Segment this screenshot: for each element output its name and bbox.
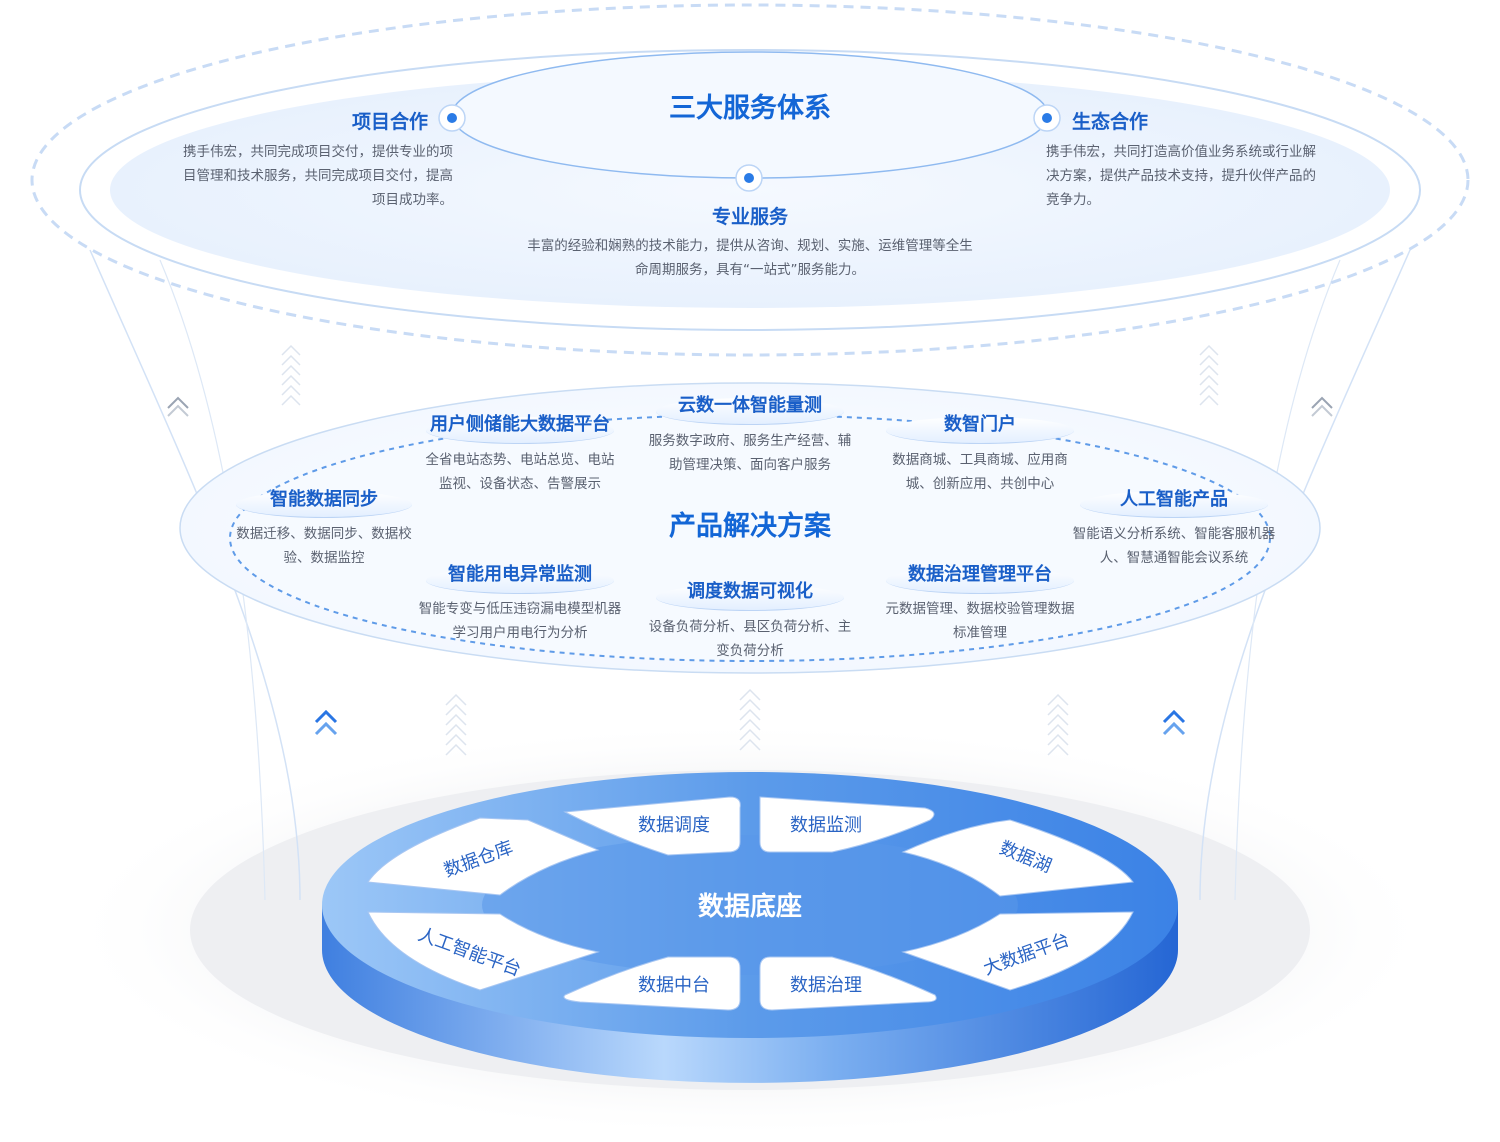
service-ecosystem-desc: 携手伟宏，共同打造高价值业务系统或行业解决方案，提供产品技术支持，提升伙伴产品的… <box>1046 144 1316 208</box>
title-pill <box>426 567 614 594</box>
product-sync-desc: 数据迁移、数据同步、数据校验、数据监控 <box>236 526 412 566</box>
service-project-desc: 携手伟宏，共同完成项目交付，提供专业的项目管理和技术服务，共同完成项目交付，提高… <box>183 144 453 208</box>
product-ai-desc: 智能语义分析系统、智能客服机器人、智慧通智能会议系统 <box>1072 526 1276 566</box>
title-pill <box>236 491 412 518</box>
product-anomaly-title: 智能用电异常监测 <box>448 564 592 585</box>
product-ai-title: 人工智能产品 <box>1120 489 1228 510</box>
base-title: 数据底座 <box>697 892 802 922</box>
node-dot <box>1033 104 1061 132</box>
product-governance-desc: 元数据管理、数据校验管理数据标准管理 <box>885 601 1075 641</box>
product-storage-desc: 全省电站态势、电站总览、电站监视、设备状态、告警展示 <box>425 452 615 492</box>
product-governance-title: 数据治理管理平台 <box>908 564 1052 585</box>
faint-chevrons-icon <box>281 344 1219 756</box>
services-title: 三大服务体系 <box>669 93 831 124</box>
product-portal-title: 数智门户 <box>944 414 1016 435</box>
service-professional-desc: 丰富的经验和娴熟的技术能力，提供从咨询、规划、实施、运维管理等全生命周期服务，具… <box>527 238 973 278</box>
product-storage-title: 用户侧储能大数据平台 <box>430 414 610 435</box>
title-pill <box>886 567 1074 594</box>
product-sync-title: 智能数据同步 <box>270 489 378 510</box>
product-visualization-title: 调度数据可视化 <box>687 581 813 602</box>
guide-curve <box>89 249 301 901</box>
title-pill <box>1080 491 1268 518</box>
segment-middle-platform: 数据中台 <box>638 975 710 996</box>
product-anomaly-desc: 智能专变与低压违窃漏电模型机器学习用户用电行为分析 <box>418 601 622 641</box>
segment-monitoring: 数据监测 <box>790 815 862 836</box>
products-title: 产品解决方案 <box>669 511 831 542</box>
title-pill <box>656 398 844 425</box>
guide-curve <box>1199 249 1411 901</box>
service-professional-title: 专业服务 <box>711 206 788 228</box>
node-dot <box>735 164 763 192</box>
segment-governance: 数据治理 <box>790 975 862 996</box>
title-pill <box>426 417 614 444</box>
base-segments <box>367 796 1134 1011</box>
product-metering-title: 云数一体智能量测 <box>678 395 822 416</box>
title-pill <box>656 584 844 611</box>
node-dot <box>438 104 466 132</box>
base-disc-center <box>482 835 1018 975</box>
service-project-title: 项目合作 <box>351 111 428 133</box>
blue-chevrons-icon <box>314 709 1186 736</box>
product-metering-desc: 服务数字政府、服务生产经营、辅助管理决策、面向客户服务 <box>648 433 852 473</box>
segment-scheduling: 数据调度 <box>638 815 710 836</box>
product-visualization-desc: 设备负荷分析、县区负荷分析、主变负荷分析 <box>648 619 852 659</box>
top-outer-dashed-ring <box>30 3 1470 357</box>
up-chevrons-icon <box>167 396 1333 417</box>
service-ecosystem-title: 生态合作 <box>1072 111 1149 133</box>
title-pill <box>886 417 1074 444</box>
product-portal-desc: 数据商城、工具商城、应用商城、创新应用、共创中心 <box>892 452 1068 492</box>
